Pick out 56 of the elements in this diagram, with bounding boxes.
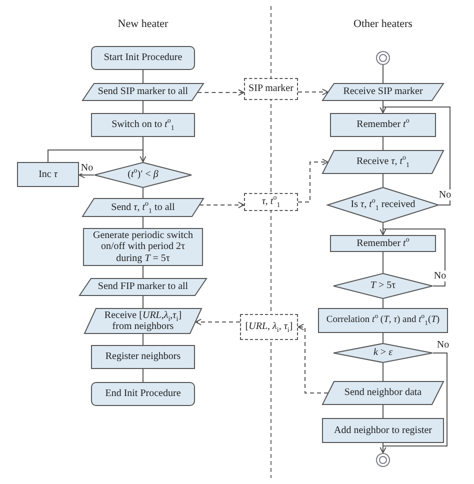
process-box: Remember t$^{o}$ <box>330 235 436 252</box>
edge-label: No <box>436 340 450 350</box>
arrow <box>380 352 448 454</box>
process-box: Correlation t$^{o}$ (T, τ) and t$^{o}$$_{1}$(T) <box>318 308 448 333</box>
connector-line <box>142 100 144 114</box>
process-box: Remember t$^{o}$ <box>330 113 436 137</box>
terminal-box: Start Init Procedure <box>91 46 195 70</box>
connector-line <box>142 266 144 278</box>
connector-line <box>142 368 144 382</box>
io-parallelogram: Send SIP marker to all <box>82 83 204 101</box>
connector-line <box>382 332 384 344</box>
arrow <box>48 150 146 162</box>
connector-line <box>142 334 144 346</box>
io-parallelogram: Receive [URL,λ$_{i}$,τ$_{i}$] from neighbors <box>84 308 202 334</box>
terminal-box: End Init Procedure <box>91 382 195 406</box>
connector-line <box>382 404 384 418</box>
arrow <box>380 228 446 286</box>
process-box: Register neighbors <box>91 345 195 369</box>
connector-line <box>142 70 144 84</box>
connector-circle <box>376 453 390 467</box>
arrow <box>195 318 240 326</box>
decision-diamond: (t$^{o}$)′ < β <box>94 162 192 188</box>
process-box: Add neighbor to register <box>322 418 444 443</box>
arrow <box>298 158 328 202</box>
arrow <box>197 89 244 96</box>
process-box: Generate periodic switch on/off with period 2τ during T = 5τ <box>83 228 203 266</box>
io-parallelogram: Send neighbor data <box>322 381 444 405</box>
lane-title: Other heaters <box>354 18 412 30</box>
io-parallelogram: Send FIP marker to all <box>79 278 207 296</box>
connector-line <box>382 174 384 188</box>
arrow <box>78 172 94 178</box>
io-parallelogram: Receive SIP marker <box>322 83 444 101</box>
edge-label: No <box>432 270 448 282</box>
connector-circle <box>376 51 390 65</box>
connector-line <box>382 362 384 382</box>
io-parallelogram: Send τ, t$^{o}$$_{1}$ to all <box>82 198 204 217</box>
connector-line <box>382 136 384 150</box>
process-box: Inc τ <box>17 162 79 187</box>
decision-diamond: k > ε <box>333 343 433 363</box>
decision-diamond: T > 5τ <box>333 273 433 299</box>
message-box: SIP marker <box>244 78 298 100</box>
connector-line <box>382 252 384 274</box>
message-box: [URL, λ$_{i}$, τ$_{i}$] <box>240 314 298 340</box>
connector-line <box>382 298 384 308</box>
connector-line <box>142 216 144 228</box>
decision-diamond: Is τ, t$^{o}$$_{1}$ received <box>327 187 439 223</box>
arrow <box>298 88 328 96</box>
connector-line <box>142 188 144 198</box>
connector-line <box>382 64 384 84</box>
lane-title: New heater <box>118 18 168 30</box>
arrow <box>199 202 244 208</box>
edge-label: No <box>438 190 452 200</box>
connector-line <box>142 296 144 308</box>
edge-label: No <box>80 162 94 174</box>
arrow <box>298 324 328 394</box>
arrow <box>380 106 450 206</box>
